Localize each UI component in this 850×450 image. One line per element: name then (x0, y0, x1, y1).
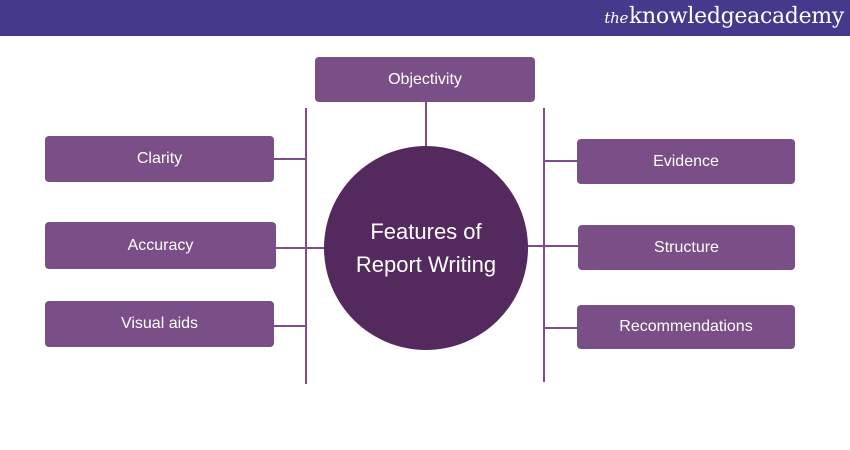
brand-logo: theknowledgeacademy (604, 4, 844, 31)
feature-evidence: Evidence (577, 139, 795, 184)
feature-label: Structure (654, 238, 719, 256)
feature-objectivity: Objectivity (315, 57, 535, 102)
connector-left-hub (305, 247, 326, 249)
brand-name: knowledgeacademy (629, 4, 844, 29)
feature-label: Clarity (136, 150, 183, 167)
feature-structure: Structure (578, 225, 795, 270)
center-title-line1: Features of (370, 219, 482, 244)
connector-structure (543, 245, 579, 247)
brand-prefix: the (604, 9, 629, 27)
center-title-line2: Report Writing (355, 252, 497, 277)
feature-label: Visual aids (120, 315, 199, 332)
connector-right-hub (527, 245, 545, 247)
connector-clarity (273, 158, 307, 160)
feature-accuracy: Accuracy (45, 222, 276, 269)
connector-accuracy (275, 247, 307, 249)
connector-evidence (543, 160, 578, 162)
feature-clarity: Clarity (45, 136, 274, 182)
feature-label: Recommendations (619, 318, 753, 335)
feature-recommendations: Recommendations (577, 305, 795, 349)
connector-visual-aids (273, 325, 307, 327)
feature-label: Evidence (653, 152, 719, 170)
header-bar: theknowledgeacademy (0, 0, 850, 36)
feature-visual-aids: Visual aids (45, 301, 274, 347)
connector-recommendations (543, 327, 578, 329)
center-topic: Features of Report Writing (324, 146, 528, 350)
feature-label: Accuracy (127, 236, 194, 254)
connector-left-spine (305, 108, 307, 384)
connector-top (425, 101, 427, 147)
feature-label: Objectivity (388, 70, 462, 88)
